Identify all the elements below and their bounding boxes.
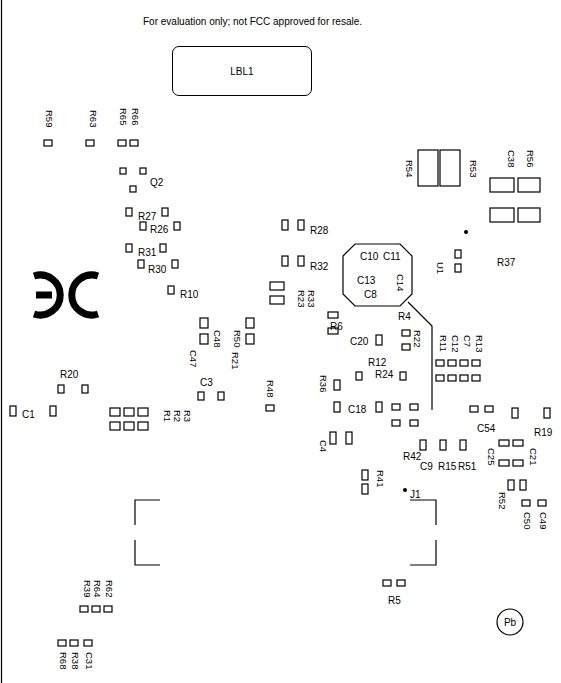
part-label: R10 <box>180 290 198 300</box>
part-label: R28 <box>310 226 328 236</box>
part-label: C54 <box>477 424 495 434</box>
part-label: U1 <box>435 262 445 274</box>
part-label: C18 <box>348 405 366 415</box>
node-text: Pb <box>504 617 516 628</box>
part-label: R62 <box>104 580 114 597</box>
label-box: LBL1 <box>172 46 312 96</box>
part-label: C12 <box>450 335 460 352</box>
board-edge <box>1 0 2 683</box>
part-label: C48 <box>212 330 222 347</box>
part-label: C49 <box>538 512 548 529</box>
part-label: R65 <box>118 108 128 125</box>
part-label: R15 <box>438 462 456 472</box>
part-label: R37 <box>497 258 515 268</box>
part-label: R31 <box>138 248 156 258</box>
part-label: R54 <box>404 160 414 177</box>
part-label: R59 <box>44 110 54 127</box>
part-label: R5 <box>388 596 401 606</box>
part-label: R2 <box>172 410 182 422</box>
part-label: R13 <box>474 335 484 352</box>
part-label: R24 <box>375 370 393 380</box>
part-label: R12 <box>368 358 386 368</box>
part-label: C25 <box>486 448 496 465</box>
part-label: R1 <box>162 410 172 422</box>
part-label: C47 <box>188 350 198 367</box>
part-label: R39 <box>82 580 92 597</box>
connector-outline <box>135 500 436 565</box>
part-label: R56 <box>525 150 535 167</box>
ce-mark <box>34 275 98 315</box>
part-label: R4 <box>398 312 411 322</box>
node-text: LBL1 <box>230 66 253 77</box>
trace-line <box>408 302 432 410</box>
part-label: R68 <box>58 652 68 669</box>
part-label: C3 <box>200 378 213 388</box>
part-label: R41 <box>375 470 385 487</box>
part-label: C14 <box>395 274 405 291</box>
part-label: C11 <box>383 252 401 262</box>
part-label: R22 <box>412 330 422 347</box>
part-label: R11 <box>438 335 448 352</box>
part-label: C31 <box>84 652 94 669</box>
part-label: R66 <box>130 108 140 125</box>
part-label: C20 <box>350 337 368 347</box>
part-label: R3 <box>182 410 192 422</box>
board-note: For evaluation only; not FCC approved fo… <box>143 17 362 27</box>
part-label: R26 <box>150 225 168 235</box>
part-label: R32 <box>310 262 328 272</box>
part-label: C4 <box>318 440 328 452</box>
part-label: R63 <box>88 110 98 127</box>
part-label: C21 <box>528 448 538 465</box>
part-label: R38 <box>70 652 80 669</box>
part-label: C10 <box>360 252 378 262</box>
part-label: R23 <box>296 290 306 307</box>
pb-free-symbol: Pb <box>496 608 524 636</box>
part-label: R27 <box>138 212 156 222</box>
part-label: R36 <box>318 375 328 392</box>
pin1-dot <box>403 488 407 492</box>
part-label: R48 <box>265 380 275 397</box>
circle-outline <box>497 609 523 635</box>
part-label: C50 <box>522 512 532 529</box>
part-label: C38 <box>506 150 516 167</box>
ic-outline <box>343 244 412 306</box>
part-label: R64 <box>92 580 102 597</box>
part-label: C8 <box>364 290 377 300</box>
part-label: R50 <box>232 330 242 347</box>
part-label: C9 <box>420 462 433 472</box>
pad-footprints <box>10 140 550 646</box>
part-label: R53 <box>468 160 478 177</box>
part-label: R30 <box>148 265 166 275</box>
part-label: C1 <box>22 410 35 420</box>
part-label: R6 <box>330 322 343 332</box>
part-label: Q2 <box>150 178 163 188</box>
part-label: J1 <box>410 490 421 500</box>
part-label: C13 <box>357 276 375 286</box>
part-label: C7 <box>462 335 472 347</box>
part-label: R33 <box>306 290 316 307</box>
part-label: R42 <box>403 452 421 462</box>
part-label: R52 <box>497 492 507 509</box>
part-label: R21 <box>230 352 240 369</box>
part-label: R19 <box>534 428 552 438</box>
pin1-dot <box>464 230 468 234</box>
part-label: R51 <box>458 462 476 472</box>
part-label: R20 <box>60 370 78 380</box>
